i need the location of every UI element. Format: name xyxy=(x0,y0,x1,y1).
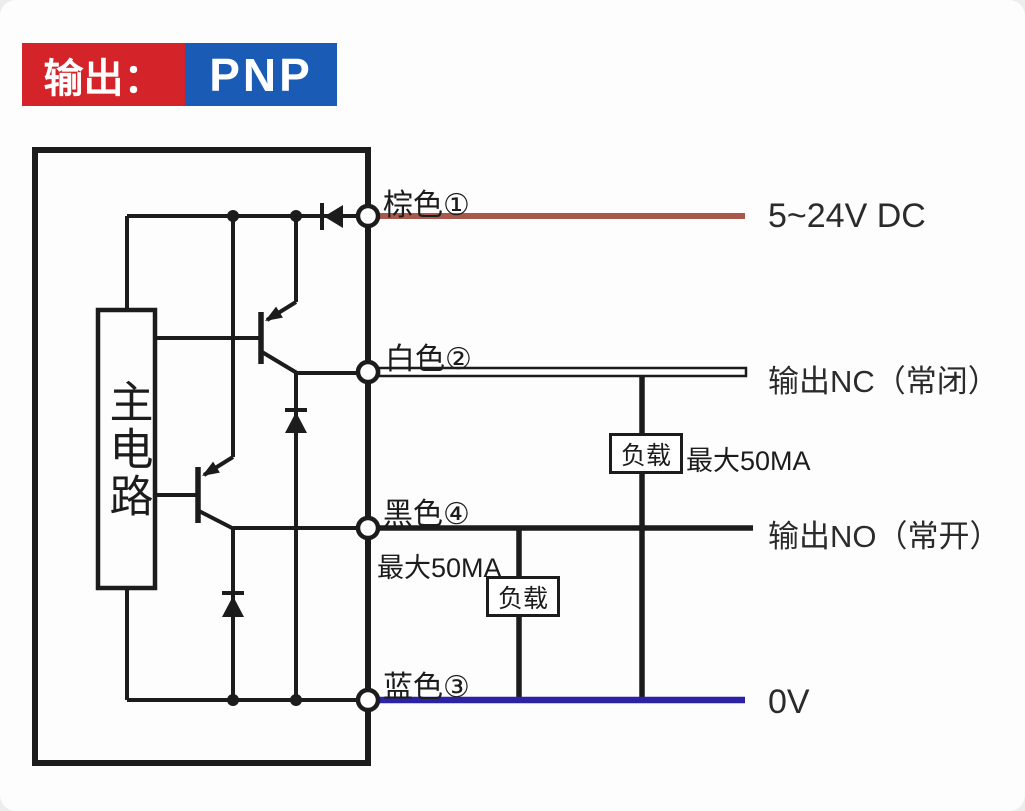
clamp-diode-upper-icon xyxy=(285,373,307,700)
main-circuit-label: 主电路 xyxy=(102,378,152,520)
reverse-protection-diode-icon xyxy=(320,203,343,230)
transistor-upper xyxy=(155,216,358,375)
nc-load-box: 负载 xyxy=(609,433,683,474)
no-load-box: 负载 xyxy=(486,576,560,617)
white-wire-label: 白色② xyxy=(385,343,472,376)
bottom-rail xyxy=(125,588,358,702)
output-badge-label: 输出： xyxy=(43,56,164,101)
output-no-label: 输出NO（常开） xyxy=(768,519,1001,554)
output-badge: 输出： xyxy=(22,43,185,106)
sensor-outline-box xyxy=(32,147,371,766)
terminal-blue xyxy=(355,687,381,713)
clamp-diode-lower-icon xyxy=(222,528,244,700)
emitter-arrow-icon xyxy=(202,461,220,476)
supply-voltage-label: 5~24V DC xyxy=(768,197,926,235)
zero-volt-label: 0V xyxy=(768,683,810,721)
brown-wire-label: 棕色① xyxy=(383,189,470,222)
no-max-current-label: 最大50MA xyxy=(377,553,502,583)
black-wire-label: 黑色④ xyxy=(383,498,470,531)
terminal-brown xyxy=(355,203,381,229)
emitter-arrow-icon xyxy=(265,306,283,321)
blue-wire-label: 蓝色③ xyxy=(383,671,470,704)
top-rail xyxy=(125,214,358,310)
nc-max-current-label: 最大50MA xyxy=(686,446,811,476)
wire-terminals xyxy=(355,203,381,713)
output-nc-label: 输出NC（常闭） xyxy=(768,364,999,399)
transistor-lower xyxy=(155,216,358,531)
pnp-type-label: PNP xyxy=(209,48,313,101)
terminal-black xyxy=(355,515,381,541)
junction-dots xyxy=(227,210,302,706)
pnp-type-badge: PNP xyxy=(185,43,337,106)
terminal-white xyxy=(355,359,381,385)
